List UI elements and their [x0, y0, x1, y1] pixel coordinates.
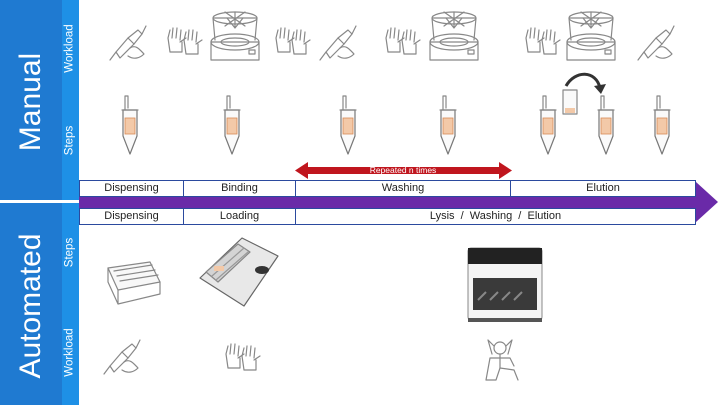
phase-binding: Binding	[184, 181, 296, 196]
gloves-icon	[385, 27, 421, 55]
manual-sidebar-strip	[62, 0, 79, 200]
manual-sidebar	[0, 0, 62, 200]
automated-phase-table: Dispensing Loading Lysis / Washing / Elu…	[79, 208, 696, 225]
tube-icon	[439, 95, 457, 155]
pipette-icon	[109, 25, 147, 61]
phase-lysis-washing-elution: Lysis / Washing / Elution	[429, 210, 562, 222]
gloves-icon	[275, 27, 311, 55]
loading-tray-icon	[199, 237, 279, 307]
process-arrow	[79, 182, 718, 222]
phase-loading: Loading	[184, 209, 296, 224]
relaxing-person-icon	[485, 339, 519, 381]
automated-sidebar	[0, 203, 62, 405]
gloves-icon	[225, 343, 261, 371]
centrifuge-icon	[210, 11, 260, 61]
gloves-icon	[167, 27, 203, 55]
phase-dispensing: Dispensing	[80, 181, 184, 196]
centrifuge-icon	[566, 11, 616, 61]
repeat-label: Repeated n times	[369, 165, 437, 175]
tube-icon	[653, 95, 671, 155]
pipette-icon	[103, 339, 141, 375]
reagent-cartridge-icon	[107, 261, 161, 305]
pipette-icon	[319, 25, 357, 61]
phase-washing: Washing	[296, 181, 511, 196]
gloves-icon	[525, 27, 561, 55]
tube-icon	[539, 95, 557, 155]
extraction-instrument-icon	[467, 247, 543, 322]
spin-column-icon	[562, 72, 606, 115]
pipette-icon	[637, 25, 675, 61]
phase-elution: Elution	[586, 182, 620, 194]
tube-icon	[597, 95, 615, 155]
tube-icon	[223, 95, 241, 155]
manual-phase-table: Dispensing Binding Washing Elution	[79, 180, 696, 197]
automated-sidebar-strip	[62, 203, 79, 405]
centrifuge-icon	[429, 11, 479, 61]
tube-icon	[121, 95, 139, 155]
repeat-arrow	[295, 162, 512, 179]
phase-dispensing: Dispensing	[80, 209, 184, 224]
tube-icon	[339, 95, 357, 155]
